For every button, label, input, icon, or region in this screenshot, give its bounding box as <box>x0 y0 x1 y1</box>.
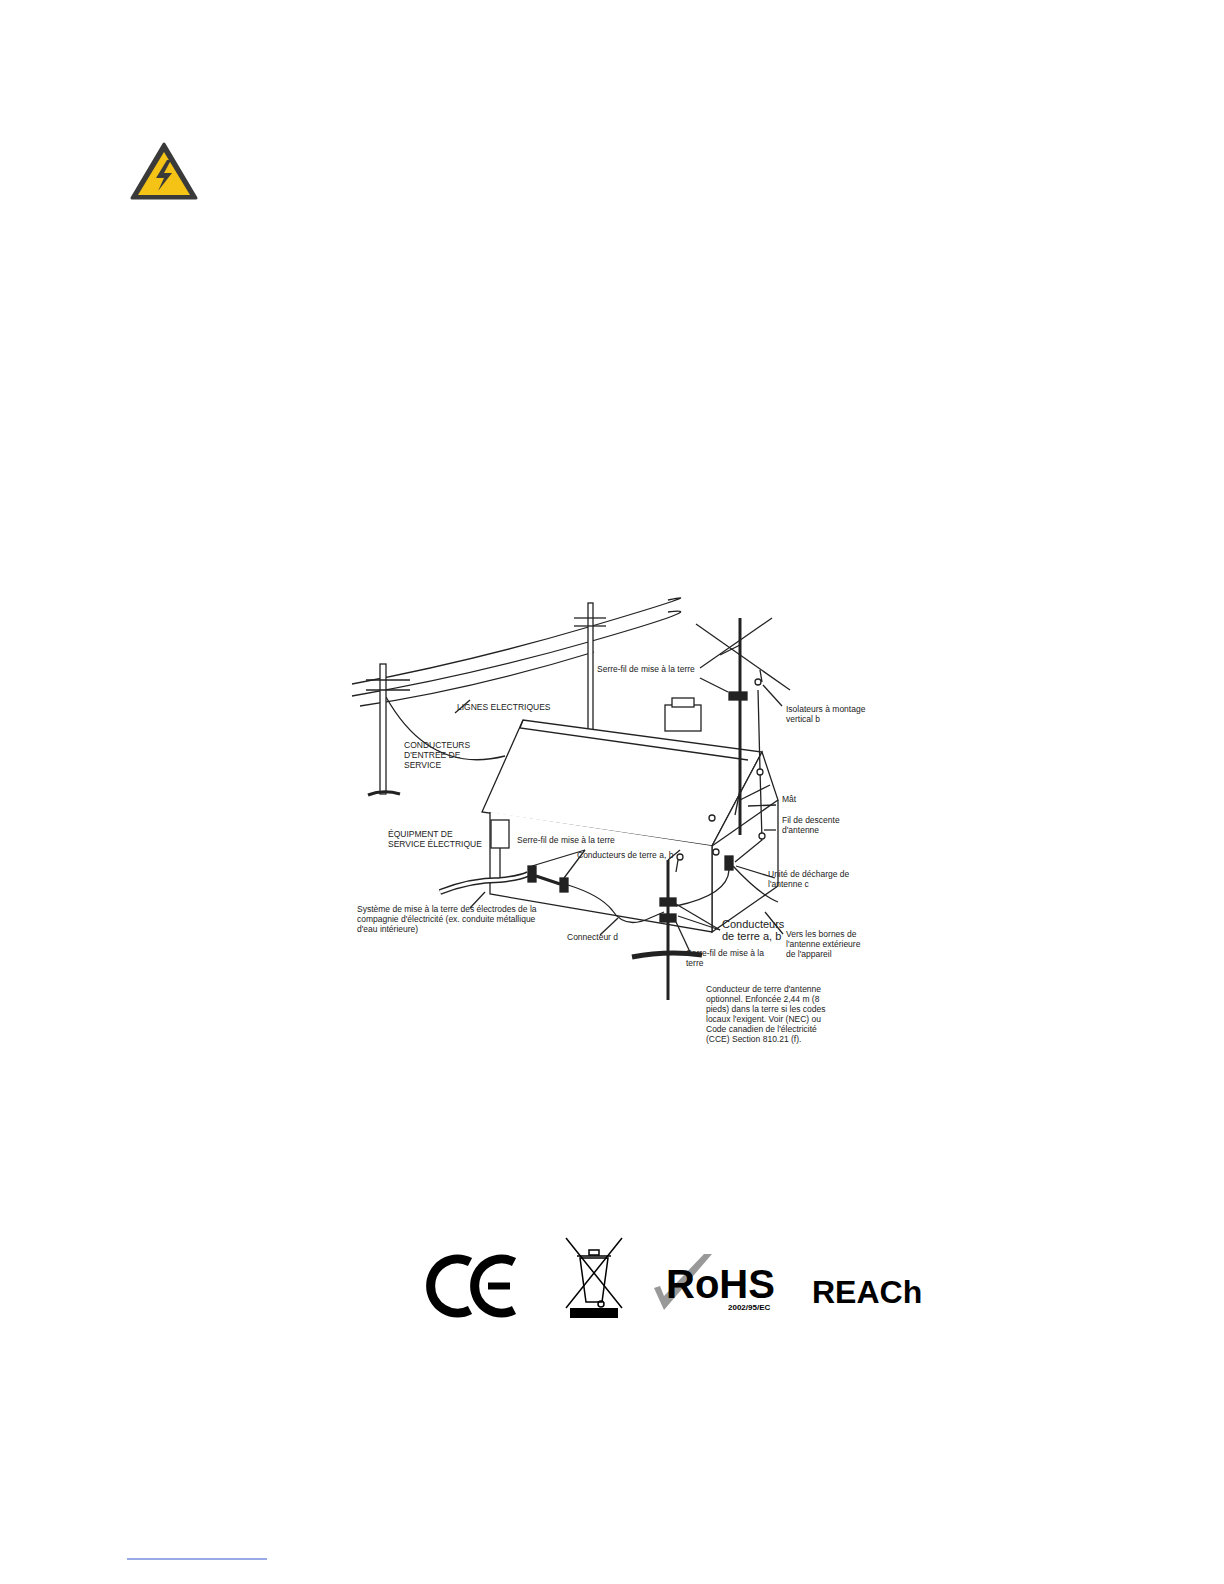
logo-text: 2002/95/EC <box>728 1303 788 1312</box>
ce-mark <box>431 1259 514 1313</box>
callout-label: Connecteur d <box>567 932 637 942</box>
callout-label: CONDUCTEURS D'ENTRÉE DE SERVICE <box>404 740 474 770</box>
weee-symbol <box>566 1238 622 1318</box>
callout-label: Conducteur de terre d'antenne optionnel.… <box>706 984 841 1044</box>
callout-label: Fil de descente d'antenne <box>782 815 857 835</box>
callout-label: Isolateurs à montage vertical b <box>786 704 866 724</box>
callout-label: LIGNES ELECTRIQUES <box>457 702 577 712</box>
callout-label: Serre-fil de mise à la terre <box>686 948 766 968</box>
callout-label: ÉQUIPMENT DE SERVICE ÉLECTRIQUE <box>388 829 483 849</box>
callout-label: Conducteurs de terre a, b <box>722 918 792 942</box>
callout-label: Conducteurs de terre a, b <box>577 850 687 860</box>
callout-label: Serre-fil de mise à la terre <box>517 835 657 845</box>
link-underline <box>127 1559 267 1560</box>
callout-label: Serre-fil de mise à la terre <box>597 664 747 674</box>
callout-label: Unité de décharge de l'antenne c <box>768 869 858 889</box>
callout-label: Mât <box>782 794 822 804</box>
callout-label: Vers les bornes de l'antenne extérieure … <box>786 929 871 959</box>
logo-text: REACh <box>812 1274 942 1310</box>
warning-icon <box>132 144 196 198</box>
logo-text: RoHS <box>666 1262 806 1306</box>
callout-label: Système de mise à la terre des électrode… <box>357 904 547 934</box>
